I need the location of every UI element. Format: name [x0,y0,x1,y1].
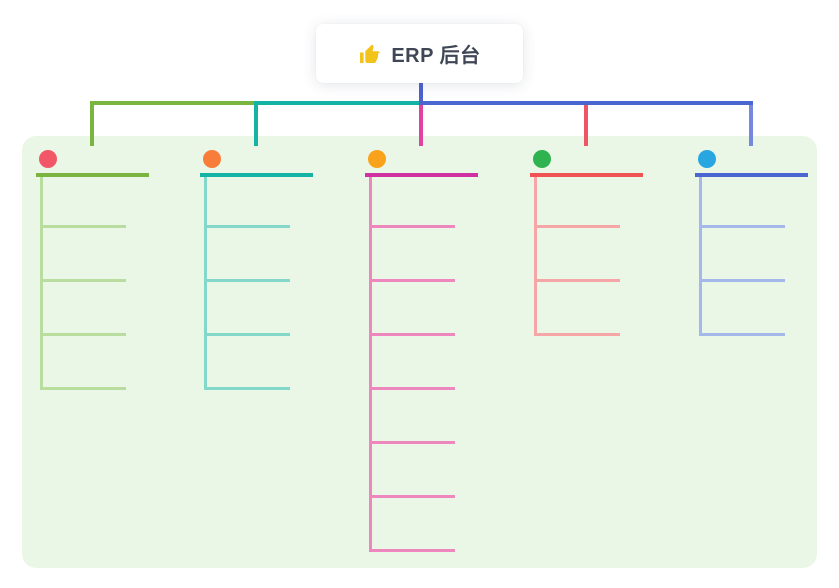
child-node[interactable] [702,282,785,336]
rail-blue [419,101,753,105]
child-node[interactable] [43,336,126,390]
child-node[interactable] [207,336,290,390]
child-node[interactable] [537,177,620,228]
root-node[interactable]: ERP 后台 [316,24,523,83]
child-node[interactable] [207,228,290,282]
branch-children [369,177,478,552]
root-title: ERP 后台 [391,45,481,67]
branch-number-badge [368,150,386,168]
child-node[interactable] [207,177,290,228]
child-node[interactable] [372,282,455,336]
branch-children [534,177,643,336]
child-node[interactable] [372,228,455,282]
branch-children [699,177,808,336]
drop-branch-3 [419,105,423,146]
rail-teal [254,101,423,105]
child-node[interactable] [43,177,126,228]
branch-header[interactable] [36,150,149,177]
child-node[interactable] [207,282,290,336]
branch-number-badge [203,150,221,168]
branch-3 [365,150,478,552]
child-node[interactable] [372,177,455,228]
child-node[interactable] [43,282,126,336]
drop-branch-4 [584,105,588,146]
drop-branch-2 [254,101,258,146]
branch-header[interactable] [365,150,478,177]
drop-branch-1 [90,101,94,146]
child-node[interactable] [537,282,620,336]
root-trunk [419,83,423,105]
child-node[interactable] [702,177,785,228]
branch-header[interactable] [530,150,643,177]
branch-2 [200,150,313,390]
branch-header[interactable] [695,150,808,177]
thumbs-up-icon [358,42,382,66]
drop-branch-5 [749,105,753,146]
branch-number-badge [533,150,551,168]
branch-number-badge [698,150,716,168]
branch-number-badge [39,150,57,168]
child-node[interactable] [372,336,455,390]
branch-header[interactable] [200,150,313,177]
branch-4 [530,150,643,336]
child-node[interactable] [372,498,455,552]
child-node[interactable] [537,228,620,282]
branch-1 [36,150,149,390]
child-node[interactable] [43,228,126,282]
child-node[interactable] [702,228,785,282]
branch-children [204,177,313,390]
branch-children [40,177,149,390]
branch-5 [695,150,808,336]
child-node[interactable] [372,390,455,444]
child-node[interactable] [372,444,455,498]
